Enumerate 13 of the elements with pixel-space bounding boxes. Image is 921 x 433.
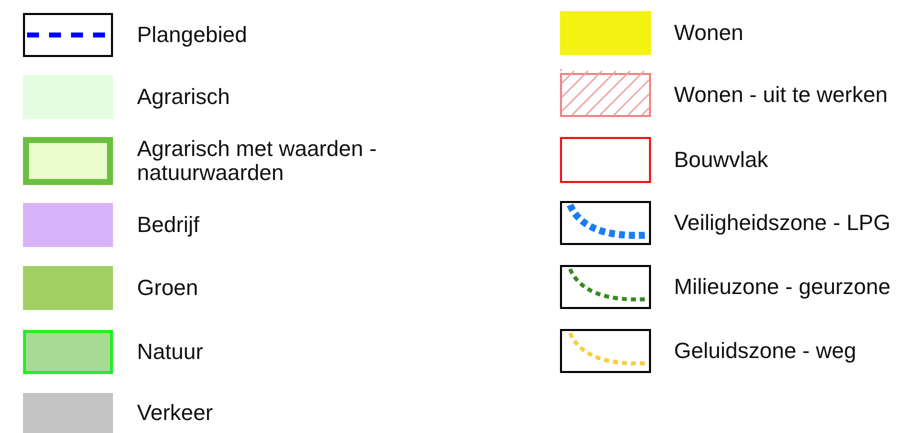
legend-label: Milieuzone - geurzone xyxy=(674,275,892,299)
legend-label: Plangebied xyxy=(137,23,248,47)
legend-label: Geluidszone - weg xyxy=(674,339,858,363)
legend-label: Wonen - uit te werken xyxy=(674,83,889,107)
legend-label: Wonen xyxy=(674,21,744,45)
legend-label: Bouwvlak xyxy=(674,148,770,172)
legend-label: Bedrijf xyxy=(137,213,200,237)
legend-label: Groen xyxy=(137,276,200,300)
legend-label: Natuur xyxy=(137,340,204,364)
legend-label: Veiligheidszone - LPG xyxy=(674,211,892,235)
legend-label: Agrarisch xyxy=(137,85,231,109)
legend-label: Verkeer xyxy=(137,401,214,425)
legend-label: Agrarisch met waarden - natuurwaarden xyxy=(137,137,378,185)
